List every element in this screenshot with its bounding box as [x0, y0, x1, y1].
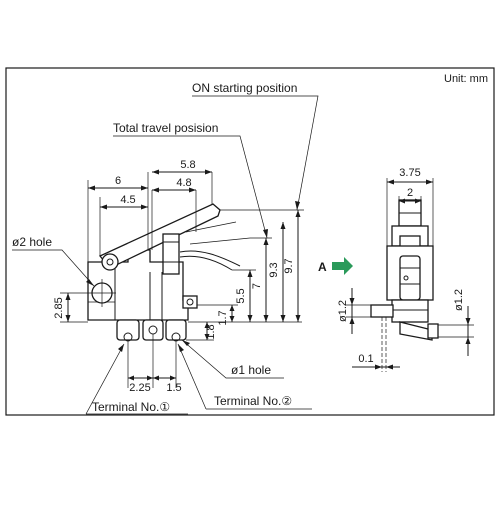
dim-dia-1-2-left: ø1.2 — [337, 300, 349, 322]
actuator-lever — [98, 203, 221, 269]
dim-2: 2 — [407, 187, 413, 199]
dim-3-75: 3.75 — [399, 167, 420, 179]
terminal-1-pad — [116, 319, 140, 341]
view-arrow-icon — [332, 257, 353, 275]
dim-4-5: 4.5 — [120, 194, 135, 206]
switch-front-view — [87, 203, 251, 342]
dim-5-8: 5.8 — [180, 159, 195, 171]
hole-1mm-label: ø1 hole — [231, 363, 271, 377]
dim-4-8: 4.8 — [176, 177, 191, 189]
dim-2-85: 2.85 — [53, 297, 65, 318]
callouts: ON starting position Total travel posisi… — [12, 81, 319, 415]
plunger — [162, 233, 180, 275]
side-dimensions: 3.75 2 ø1.2 ø1.2 0.1 — [337, 167, 474, 370]
unit-label: Unit: mm — [444, 73, 488, 85]
on-starting-position-label: ON starting position — [192, 81, 297, 95]
side-terminal-left — [370, 304, 394, 318]
dim-1-8: 1.8 — [205, 324, 217, 339]
terminal-2-label: Terminal No.② — [214, 394, 292, 408]
hole-2mm-label: ø2 hole — [12, 235, 52, 249]
total-travel-position-label: Total travel posision — [113, 121, 218, 135]
front-dimensions: 6 5.8 4.8 4.5 2.85 1.8 — [53, 159, 304, 394]
side-terminal-right — [399, 321, 433, 341]
dim-6: 6 — [115, 175, 121, 187]
lever-pivot — [101, 253, 119, 271]
switch-side-view — [370, 199, 439, 372]
view-marker-label: A — [318, 260, 327, 274]
terminal-1-label: Terminal No.① — [92, 400, 170, 414]
dim-7: 7 — [251, 283, 263, 289]
drawing-border — [5, 67, 495, 416]
dim-5-5: 5.5 — [235, 288, 247, 303]
dim-0-1: 0.1 — [358, 353, 373, 365]
dim-9-7: 9.7 — [283, 258, 295, 273]
dim-1-7: 1.7 — [217, 310, 229, 325]
dim-dia-1-2-right: ø1.2 — [453, 289, 465, 311]
terminal-2-pad — [165, 319, 187, 341]
dim-2-25: 2.25 — [129, 382, 150, 394]
dim-1-5: 1.5 — [166, 382, 181, 394]
view-marker-a: A — [318, 257, 353, 275]
dim-9-3: 9.3 — [268, 262, 280, 277]
